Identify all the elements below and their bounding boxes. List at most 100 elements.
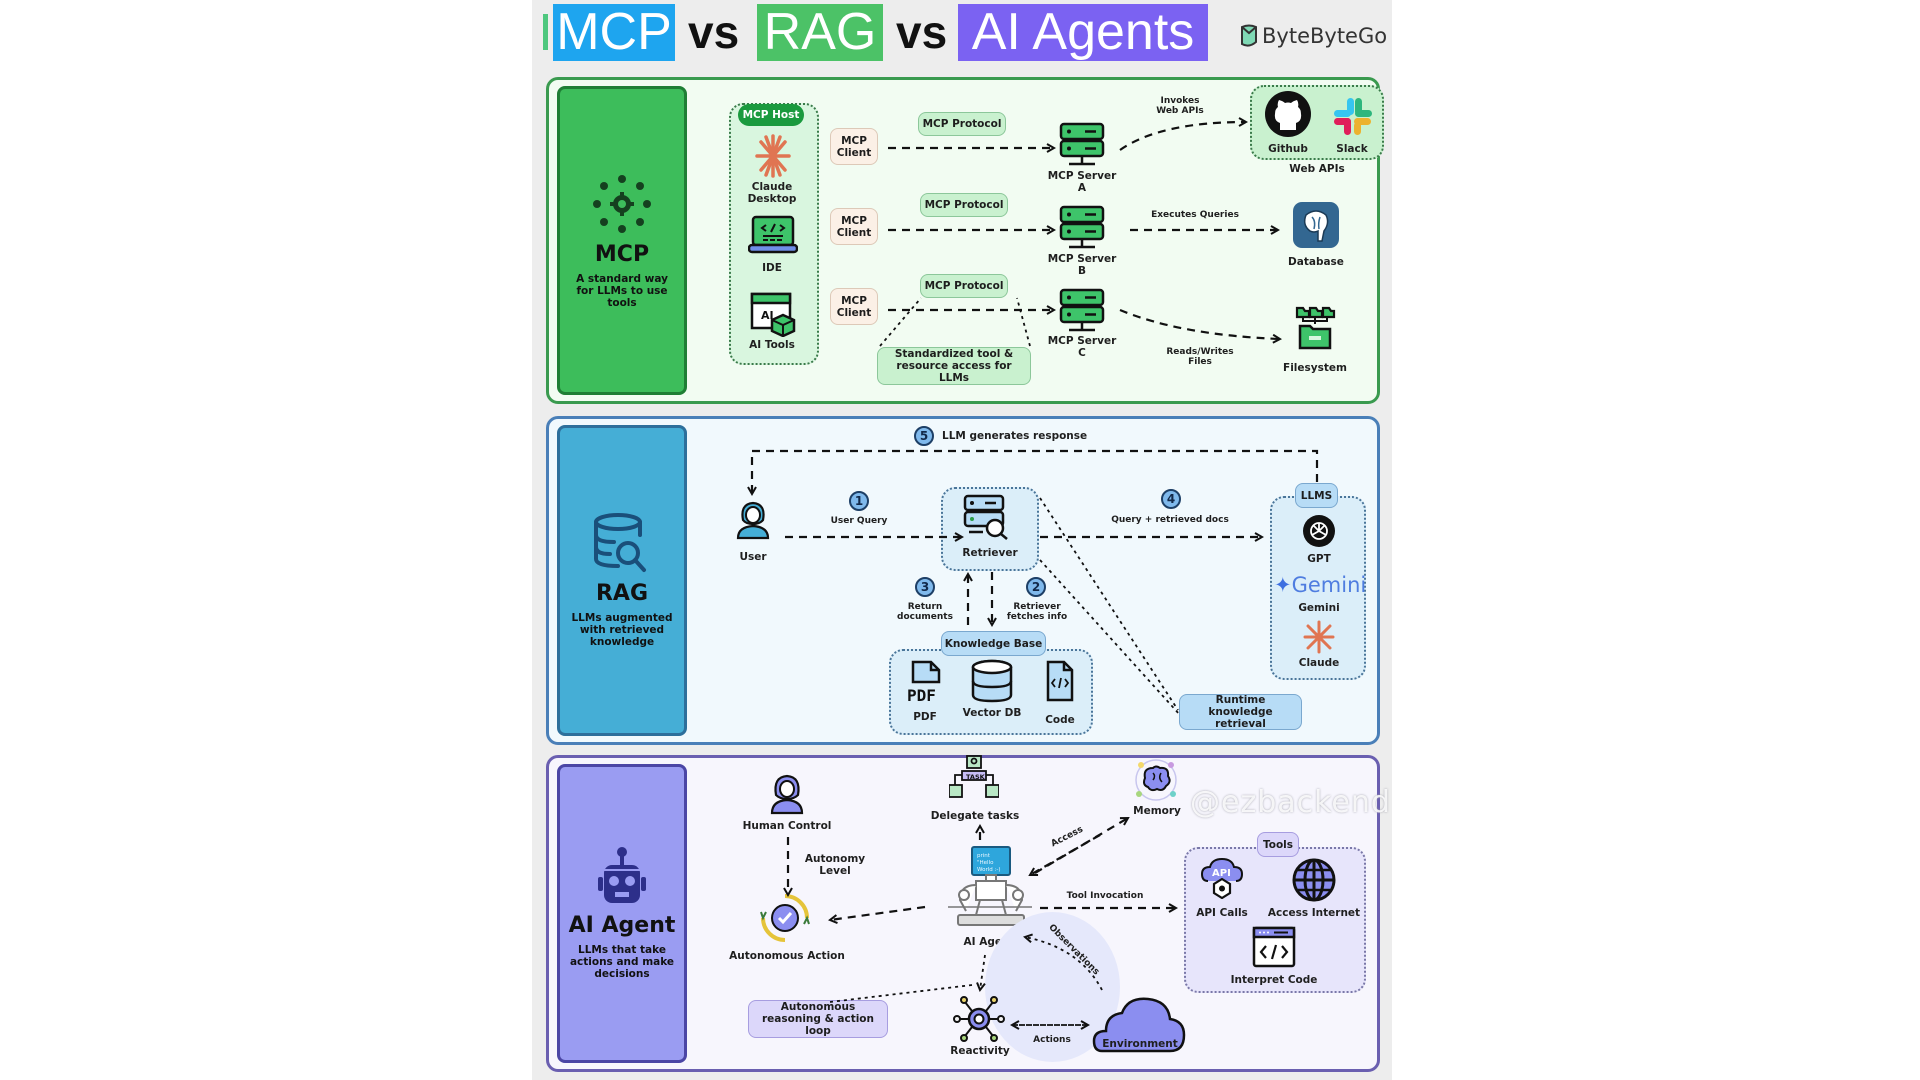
edge-invokes-web-apis: Invokes Web APIs — [1156, 96, 1204, 116]
step-2-badge: 2 — [1026, 577, 1046, 597]
vector-db-icon — [971, 659, 1013, 703]
github-icon — [1265, 91, 1311, 137]
svg-text:API: API — [1212, 868, 1231, 879]
human-control-label: Human Control — [742, 820, 832, 832]
step-4-label: Query + retrieved docs — [1111, 515, 1229, 525]
svg-text:"Hello: "Hello — [977, 860, 994, 866]
database-label: Database — [1288, 256, 1344, 268]
api-calls-label: API Calls — [1196, 907, 1248, 919]
gemini-star-icon: ✦ — [1274, 573, 1292, 597]
mcp-description: A standard way for LLMs to use tools — [576, 273, 668, 309]
code-file-icon — [1046, 660, 1074, 702]
mcp-client-3: MCP Client — [830, 288, 878, 325]
step-1-badge: 1 — [849, 491, 869, 511]
gpt-icon — [1303, 515, 1335, 547]
mcp-standardized-note: Standardized tool & resource access for … — [877, 347, 1031, 385]
claude-label: Claude — [1298, 657, 1340, 669]
database-postgres-icon — [1293, 202, 1339, 248]
ide-icon — [748, 215, 798, 254]
ai-tools-label: AI Tools — [749, 339, 795, 351]
pdf-label: PDF — [913, 711, 937, 723]
user-icon — [736, 501, 770, 540]
ai-agent-robot-icon: print "Hello World :-) — [948, 846, 1032, 926]
retriever-icon — [963, 494, 1008, 540]
bytebytego-icon — [1241, 24, 1257, 47]
mcp-protocol-1: MCP Protocol — [918, 112, 1006, 136]
mcp-server-c-label: MCP Server C — [1047, 335, 1117, 359]
rag-side-card: RAG LLMs augmented with retrieved knowle… — [557, 425, 687, 736]
robot-icon — [598, 847, 646, 903]
rag-description: LLMs augmented with retrieved knowledge — [571, 612, 673, 648]
reasoning-loop-note: Autonomous reasoning & action loop — [748, 1000, 888, 1038]
ide-label: IDE — [762, 262, 782, 274]
access-internet-globe-icon — [1292, 858, 1336, 902]
reactivity-gear-icon — [953, 996, 1005, 1042]
step-5-badge: 5 — [914, 426, 934, 446]
tools-label: Tools — [1257, 832, 1299, 857]
gemini-wordmark-text: Gemini — [1291, 573, 1367, 597]
agent-description: LLMs that take actions and make decision… — [569, 944, 675, 980]
mcp-client-2: MCP Client — [830, 208, 878, 245]
mcp-protocol-3: MCP Protocol — [920, 274, 1008, 298]
svg-text:World :-): World :-) — [977, 867, 1001, 873]
mcp-protocol-2: MCP Protocol — [920, 193, 1008, 217]
interpret-code-icon — [1252, 926, 1296, 968]
access-internet-label: Access Internet — [1267, 907, 1361, 919]
reactivity-label: Reactivity — [950, 1045, 1010, 1057]
mcp-server-b-icon — [1059, 205, 1105, 249]
svg-text:AI: AI — [761, 309, 774, 322]
human-control-icon — [770, 774, 804, 815]
gpt-label: GPT — [1307, 553, 1331, 565]
claude-desktop-icon — [755, 134, 791, 178]
step-1-label: User Query — [830, 516, 888, 526]
title-accent-bar — [543, 14, 548, 50]
mcp-server-b-label: MCP Server B — [1047, 253, 1117, 277]
slack-label: Slack — [1336, 143, 1368, 155]
environment-label: Environment — [1102, 1038, 1178, 1050]
runtime-retrieval-note: Runtime knowledge retrieval — [1179, 694, 1302, 730]
gemini-wordmark: ✦Gemini — [1274, 573, 1366, 597]
rag-title: RAG — [595, 581, 649, 606]
delegate-tasks-label: Delegate tasks — [930, 810, 1020, 822]
step-3-label: Return documents — [897, 602, 953, 622]
filesystem-label: Filesystem — [1283, 362, 1347, 374]
ai-tools-icon: AI — [750, 292, 796, 337]
memory-label: Memory — [1133, 805, 1181, 817]
agent-title: AI Agent — [568, 913, 676, 938]
step-4-badge: 4 — [1161, 489, 1181, 509]
filesystem-icon — [1295, 306, 1336, 350]
autonomous-action-label: Autonomous Action — [729, 950, 845, 962]
actions-label: Actions — [1033, 1035, 1071, 1045]
step-5-label: LLM generates response — [942, 430, 1088, 442]
svg-text:print: print — [977, 853, 991, 859]
brand-name: ByteByteGo — [1262, 24, 1388, 48]
vector-db-label: Vector DB — [962, 707, 1022, 719]
web-apis-label: Web APIs — [1289, 163, 1345, 175]
title-rag: RAG — [757, 4, 883, 61]
mcp-server-a-icon — [1059, 122, 1105, 166]
title-agents: AI Agents — [958, 4, 1208, 61]
mcp-server-c-icon — [1059, 288, 1105, 332]
slack-icon — [1334, 98, 1372, 135]
code-label: Code — [1045, 714, 1075, 726]
github-label: Github — [1268, 143, 1308, 155]
title-mcp: MCP — [553, 4, 675, 61]
retriever-label: Retriever — [962, 547, 1018, 559]
autonomy-level-label: Autonomy Level — [804, 853, 866, 877]
title-vs-2: vs — [896, 6, 948, 58]
memory-brain-icon — [1135, 759, 1177, 801]
environment-cloud-icon — [1092, 997, 1186, 1053]
pdf-icon: PDF — [907, 660, 941, 704]
edge-reads-writes-files: Reads/Writes Files — [1166, 347, 1234, 367]
mcp-client-1: MCP Client — [830, 128, 878, 165]
mcp-side-card: MCP A standard way for LLMs to use tools — [557, 86, 687, 395]
step-2-label: Retriever fetches info — [1006, 602, 1068, 622]
svg-text:PDF: PDF — [907, 686, 936, 704]
llms-label: LLMS — [1295, 483, 1338, 508]
claude-icon — [1303, 620, 1335, 654]
mcp-hub-icon — [593, 175, 651, 233]
autonomous-action-icon — [760, 894, 810, 942]
agent-side-card: AI Agent LLMs that take actions and make… — [557, 764, 687, 1063]
knowledge-base-label: Knowledge Base — [941, 631, 1046, 656]
title-vs-1: vs — [688, 6, 740, 58]
